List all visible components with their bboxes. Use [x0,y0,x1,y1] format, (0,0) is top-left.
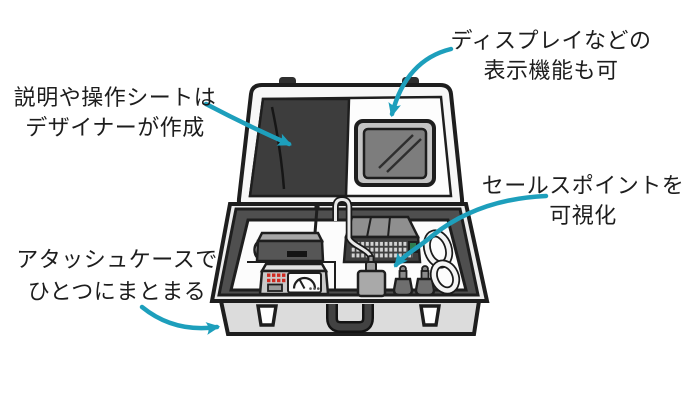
lid-sheet-panel [248,97,351,198]
front-panel [218,299,482,336]
screen-glare [378,134,422,173]
radio-unit [253,204,325,263]
sheet-fold-line [270,106,286,190]
plug-1 [392,277,414,297]
adapter-body [356,269,387,298]
arrow-case-icon [139,304,221,335]
antenna-tip [314,204,320,210]
case-lid [236,77,465,212]
note-line: 表示機能も可 [483,59,619,84]
note-display: ディスプレイなどの 表示機能も可 [440,27,662,87]
gauge-arc [292,276,317,289]
indicator-lights [267,273,286,283]
case-tray [209,196,490,303]
meter-button [267,283,283,292]
antenna [313,207,319,234]
note-line: 説明や操作シートは [13,86,217,111]
radio-slot [287,251,307,257]
note-sheet: 説明や操作シートは デザイナーが作成 [4,84,226,144]
latch-right [419,304,441,327]
note-line: デザイナーが作成 [25,116,205,141]
note-line: アタッシュケースで [16,248,218,273]
probe-plugs [392,265,436,297]
adapter-unit [332,196,387,298]
latch-left [256,304,278,327]
lid-display [354,119,436,187]
cable-hook [334,197,373,260]
heatsink-fins [366,216,391,238]
callout-arrows [139,46,549,335]
arrow-display-icon [388,46,454,118]
case-front [218,299,482,336]
arrow-sales-icon [393,193,549,268]
note-sales: セールスポイントを 可視化 [472,172,694,232]
case-handle [328,304,372,331]
meter-unit [258,262,330,296]
gauge-needle [298,278,306,289]
note-line: セールスポイントを [481,174,685,199]
note-line: ディスプレイなどの [450,29,652,54]
plug-2 [414,277,436,297]
note-line: ひとつにまとまる [27,280,207,305]
arrow-sheet-icon [203,101,292,147]
note-case: アタッシュケースで ひとつにまとまる [6,245,228,309]
analog-gauge [287,272,322,294]
note-line: 可視化 [549,204,617,229]
